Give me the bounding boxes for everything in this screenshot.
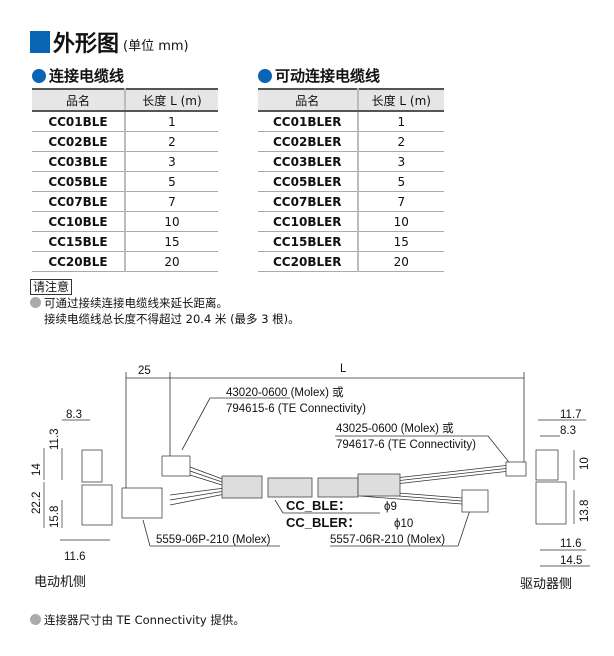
table2-heading: 可动连接电缆线 <box>258 65 380 86</box>
product-name: CC10BLE <box>32 211 126 232</box>
cable-diagram: 25 L 43020-0600 (Molex) 或 794615-6 (TE C… <box>31 363 591 591</box>
svg-text:14.5: 14.5 <box>560 555 582 567</box>
bullet-icon <box>30 297 41 308</box>
svg-text:CC_BLE：: CC_BLE： <box>286 498 351 513</box>
svg-text:11.7: 11.7 <box>560 409 582 421</box>
length-value: 5 <box>124 171 218 192</box>
svg-text:5559-06P-210 (Molex): 5559-06P-210 (Molex) <box>156 534 271 546</box>
product-name: CC15BLE <box>32 231 126 252</box>
product-name: CC20BLE <box>32 251 126 272</box>
svg-text:CC_BLER：: CC_BLER： <box>286 515 360 530</box>
svg-text:8.3: 8.3 <box>66 409 82 421</box>
table1-heading: 连接电缆线 <box>32 65 124 86</box>
product-name: CC10BLER <box>258 211 359 232</box>
length-value: 7 <box>357 191 444 212</box>
length-value: 2 <box>124 131 218 152</box>
svg-text:L: L <box>340 363 347 375</box>
product-name: CC05BLER <box>258 171 359 192</box>
svg-text:11.3: 11.3 <box>49 428 61 450</box>
title-square-icon <box>30 31 50 53</box>
svg-text:ϕ10: ϕ10 <box>394 518 413 530</box>
notice-label: 请注意 <box>30 279 73 295</box>
svg-text:43020-0600 (Molex) 或: 43020-0600 (Molex) 或 <box>226 386 344 399</box>
section-title: 外形图 (单位 mm) <box>30 26 189 58</box>
product-name: CC03BLER <box>258 151 359 172</box>
product-name: CC02BLER <box>258 131 359 152</box>
product-name: CC03BLE <box>32 151 126 172</box>
length-value: 5 <box>357 171 444 192</box>
bullet-icon <box>258 68 272 83</box>
svg-text:14: 14 <box>31 463 43 476</box>
product-name: CC02BLE <box>32 131 126 152</box>
product-name: CC07BLE <box>32 191 126 212</box>
notice: 请注意 可通过接续连接电缆线来延长距离。 接续电缆线总长度不得超过 20.4 米… <box>30 278 300 327</box>
svg-text:11.6: 11.6 <box>560 538 582 550</box>
svg-text:11.6: 11.6 <box>64 551 86 563</box>
bullet-icon <box>30 614 41 625</box>
svg-text:ϕ9: ϕ9 <box>384 501 397 513</box>
svg-text:15.8: 15.8 <box>49 506 61 528</box>
svg-text:8.3: 8.3 <box>560 425 576 437</box>
length-value: 20 <box>124 251 218 272</box>
length-value: 3 <box>124 151 218 172</box>
product-name: CC15BLER <box>258 231 359 252</box>
svg-text:43025-0600 (Molex) 或: 43025-0600 (Molex) 或 <box>336 422 454 435</box>
svg-text:794617-6 (TE Connectivity): 794617-6 (TE Connectivity) <box>336 439 476 451</box>
length-value: 10 <box>124 211 218 232</box>
footer-note: 连接器尺寸由 TE Connectivity 提供。 <box>30 612 245 628</box>
length-value: 10 <box>357 211 444 232</box>
svg-text:驱动器侧: 驱动器侧 <box>520 576 572 591</box>
length-value: 7 <box>124 191 218 212</box>
length-value: 15 <box>124 231 218 252</box>
svg-text:5557-06R-210 (Molex): 5557-06R-210 (Molex) <box>330 534 445 546</box>
product-name: CC01BLE <box>32 111 126 132</box>
length-value: 1 <box>124 111 218 132</box>
svg-text:10: 10 <box>579 457 591 470</box>
length-value: 1 <box>357 111 444 132</box>
product-name: CC20BLER <box>258 251 359 272</box>
svg-text:13.8: 13.8 <box>579 500 591 522</box>
svg-text:794615-6 (TE Connectivity): 794615-6 (TE Connectivity) <box>226 403 366 415</box>
length-value: 3 <box>357 151 444 172</box>
length-value: 20 <box>357 251 444 272</box>
svg-text:电动机侧: 电动机侧 <box>34 574 86 589</box>
product-name: CC07BLER <box>258 191 359 212</box>
length-value: 15 <box>357 231 444 252</box>
length-value: 2 <box>357 131 444 152</box>
product-name: CC05BLE <box>32 171 126 192</box>
svg-text:22.2: 22.2 <box>31 492 43 514</box>
bullet-icon <box>32 68 46 83</box>
product-name: CC01BLER <box>258 111 359 132</box>
svg-text:25: 25 <box>138 365 151 377</box>
